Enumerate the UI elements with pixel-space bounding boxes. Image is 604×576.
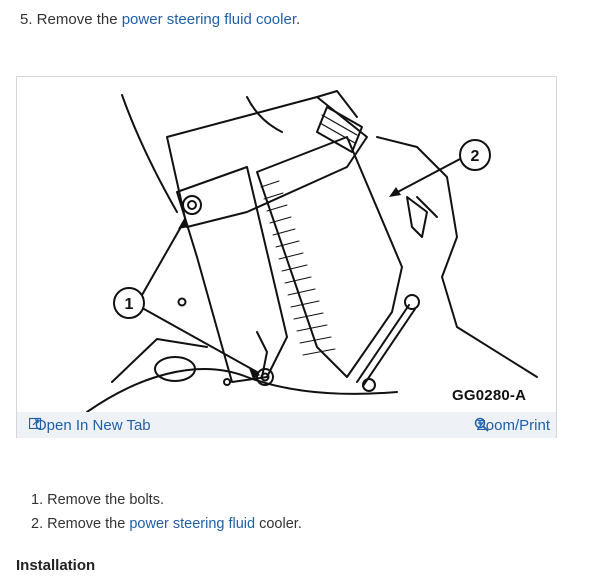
callout-2-label: 2 — [471, 148, 480, 165]
figure-action-bar: Open In New Tab Zoom/Print — [17, 412, 556, 438]
substeps-list: 1. Remove the bolts. 2. Remove the power… — [31, 488, 302, 536]
open-in-new-tab-label: Open In New Tab — [35, 417, 151, 434]
list-item-prefix: Remove the — [47, 516, 130, 532]
cooler-diagram-illustration: 1 2 — [86, 90, 538, 412]
installation-heading: Installation — [16, 557, 96, 574]
list-item-number: 1. — [31, 492, 44, 508]
diagram-figure: 1 2 GG0280-A Open In New Tab Zoom/Print — [16, 76, 557, 438]
figure-code: GG0280-A — [452, 387, 527, 404]
step-5-text: 5. Remove the power steering fluid coole… — [20, 10, 300, 30]
list-item-suffix: cooler. — [255, 516, 302, 532]
zoom-print-button[interactable]: Zoom/Print — [474, 417, 550, 434]
callout-1-label: 1 — [125, 296, 134, 313]
list-item: 2. Remove the power steering fluid coole… — [31, 512, 302, 536]
step-5-suffix: . — [295, 11, 301, 28]
power-steering-fluid-cooler-link[interactable]: power steering fluid cooler — [121, 11, 296, 28]
zoom-print-label: Zoom/Print — [476, 417, 550, 434]
open-in-new-tab-button[interactable]: Open In New Tab — [29, 417, 151, 434]
list-item: 1. Remove the bolts. — [31, 488, 302, 512]
list-item-text: Remove the bolts. — [47, 492, 164, 508]
step-5-prefix: 5. Remove the — [20, 11, 122, 28]
list-item-number: 2. — [31, 516, 44, 532]
power-steering-fluid-link[interactable]: power steering fluid — [129, 516, 256, 532]
